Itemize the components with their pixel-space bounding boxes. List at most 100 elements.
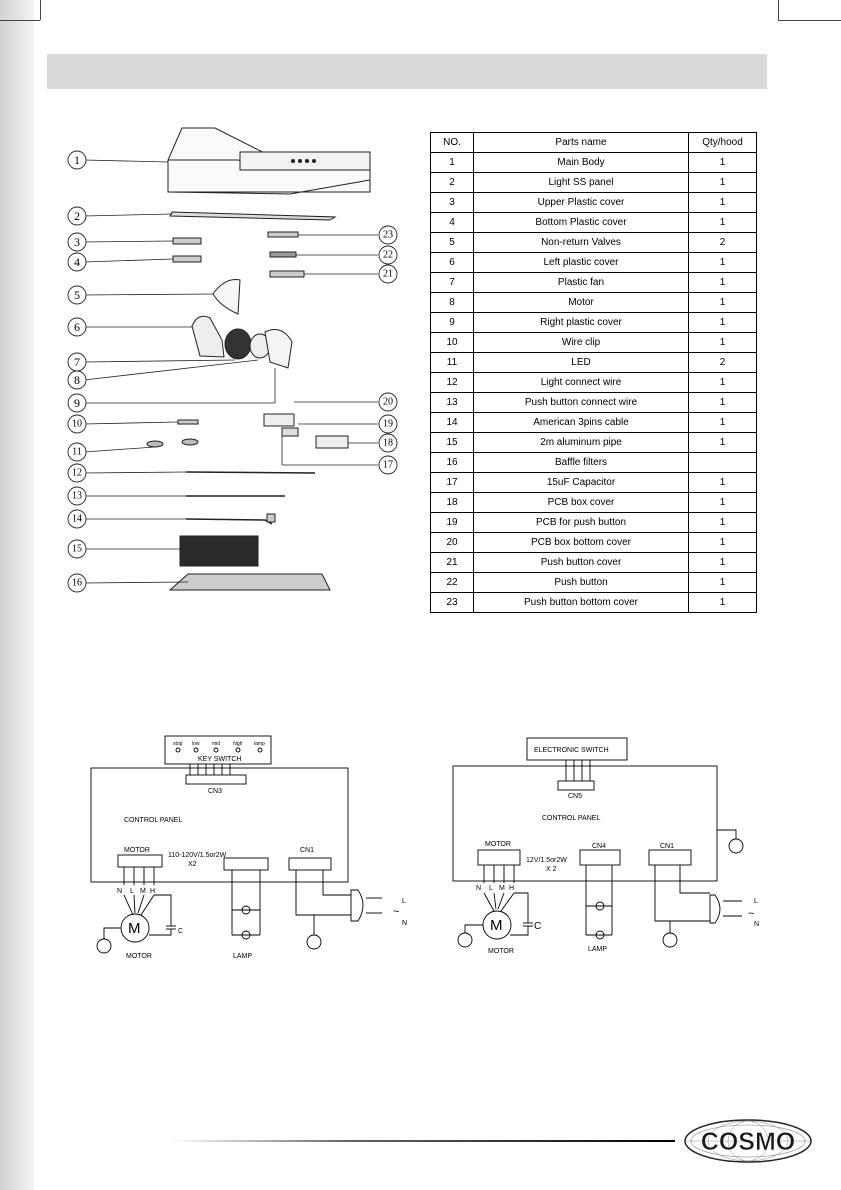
part-number-cell: 23 <box>430 592 474 613</box>
line-label: L <box>402 898 406 905</box>
neutral-label: N <box>402 920 407 927</box>
part-qty-cell: 2 <box>688 352 757 373</box>
part-number-cell: 21 <box>430 552 474 573</box>
part-qty-cell: 1 <box>688 212 757 233</box>
column-header: Parts name <box>473 132 689 153</box>
part-name-cell: Push button connect wire <box>473 392 689 413</box>
section-header-bar <box>47 54 767 89</box>
part-number-cell: 3 <box>430 192 474 213</box>
callout-10: 10 <box>72 419 82 430</box>
electronic-switch-title: ELECTRONIC SWITCH <box>534 747 609 754</box>
part-qty-cell: 1 <box>688 592 757 613</box>
callout-17: 17 <box>383 460 393 471</box>
part-qty-cell: 1 <box>688 512 757 533</box>
part-name-cell: Light SS panel <box>473 172 689 193</box>
cn3-label: CN3 <box>208 788 222 795</box>
lamp-qty: X2 <box>188 861 197 868</box>
wire-l: L <box>489 885 493 892</box>
part-number-cell: 14 <box>430 412 474 433</box>
part-qty-cell: 1 <box>688 312 757 333</box>
part-number-cell: 5 <box>430 232 474 253</box>
part-qty-cell: 1 <box>688 272 757 293</box>
callout-13: 13 <box>72 491 82 502</box>
part-number-cell: 9 <box>430 312 474 333</box>
part-qty-cell: 1 <box>688 292 757 313</box>
part-number-cell: 7 <box>430 272 474 293</box>
part-number-cell: 11 <box>430 352 474 373</box>
part-name-cell: Light connect wire <box>473 372 689 393</box>
callout-21: 21 <box>383 269 393 280</box>
part-name-cell: Push button bottom cover <box>473 592 689 613</box>
part-qty-cell: 1 <box>688 472 757 493</box>
part-name-cell: 15uF Capacitor <box>473 472 689 493</box>
callout-20: 20 <box>383 397 393 408</box>
ac-symbol: ~ <box>748 908 754 920</box>
ac-symbol: ~ <box>393 906 399 918</box>
switch-label-low: low <box>192 741 200 747</box>
motor-symbol: M <box>490 917 503 934</box>
column-header: NO. <box>430 132 474 153</box>
exploded-parts-diagram: 1 2 3 4 5 6 7 8 9 10 11 12 13 14 15 16 1… <box>67 127 398 593</box>
part-name-cell: PCB box bottom cover <box>473 532 689 553</box>
callout-12: 12 <box>72 468 82 479</box>
key-switch-title: KEY SWITCH <box>198 756 241 763</box>
crop-mark <box>40 0 41 20</box>
part-qty-cell: 1 <box>688 552 757 573</box>
crop-mark <box>778 0 779 20</box>
part-name-cell: Plastic fan <box>473 272 689 293</box>
part-number-cell: 22 <box>430 572 474 593</box>
neutral-label: N <box>754 921 759 928</box>
switch-label-high: high <box>233 741 243 747</box>
control-panel-label: CONTROL PANEL <box>542 815 600 822</box>
table-header-row: NO. Parts name Qty/hood <box>430 132 757 153</box>
part-number-cell: 6 <box>430 252 474 273</box>
cn1-label: CN1 <box>660 843 674 850</box>
part-name-cell: Non-return Valves <box>473 232 689 253</box>
part-name-cell: Right plastic cover <box>473 312 689 333</box>
wire-m: M <box>140 888 146 895</box>
callout-4: 4 <box>74 255 80 269</box>
callout-11: 11 <box>72 447 82 458</box>
part-name-cell: PCB for push button <box>473 512 689 533</box>
callout-2: 2 <box>74 209 80 223</box>
capacitor-label: C <box>534 921 541 932</box>
part-qty-cell: 1 <box>688 152 757 173</box>
cn4-label: CN4 <box>592 843 606 850</box>
part-number-cell: 13 <box>430 392 474 413</box>
switch-label-stop: stop <box>173 741 183 747</box>
callout-7: 7 <box>74 355 80 369</box>
part-number-cell: 18 <box>430 492 474 513</box>
callout-3: 3 <box>74 235 80 249</box>
line-label: L <box>754 898 758 905</box>
part-qty-cell: 1 <box>688 372 757 393</box>
part-qty-cell <box>688 452 757 473</box>
callout-15: 15 <box>72 544 82 555</box>
motor-caption: MOTOR <box>488 948 514 955</box>
lamp-caption: LAMP <box>588 946 607 953</box>
callout-9: 9 <box>74 396 80 410</box>
cn5-label: CN5 <box>568 793 582 800</box>
wire-h: H <box>509 885 514 892</box>
wire-m: M <box>499 885 505 892</box>
part-qty-cell: 1 <box>688 432 757 453</box>
motor-caption: MOTOR <box>126 953 152 960</box>
part-number-cell: 4 <box>430 212 474 233</box>
callout-19: 19 <box>383 419 393 430</box>
wire-n: N <box>476 885 481 892</box>
page-edge-strip <box>0 0 34 1190</box>
crop-mark <box>0 20 40 21</box>
lamp-spec: 110-120V/1.5or2W <box>168 852 227 859</box>
switch-label-mid: mid <box>212 741 220 747</box>
